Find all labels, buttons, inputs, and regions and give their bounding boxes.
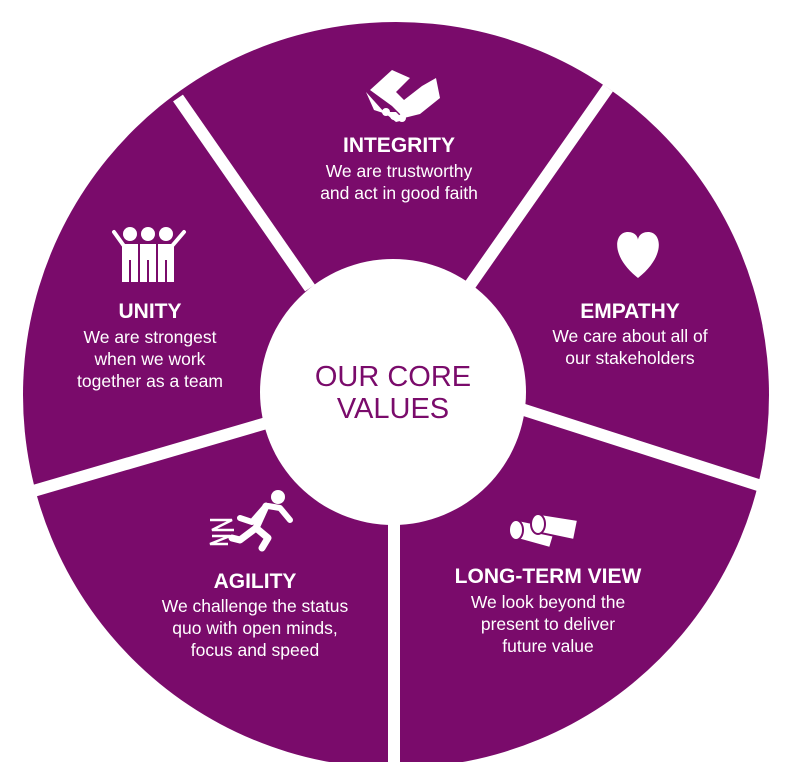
- agility-desc-line1: We challenge the status: [162, 596, 349, 616]
- center-title-line1: OUR CORE: [315, 361, 471, 393]
- heart-icon: [617, 232, 659, 278]
- center-title-line2: VALUES: [337, 393, 449, 425]
- long-term-view-desc-line2: present to deliver: [481, 614, 615, 634]
- value-empathy: EMPATHY We care about all of our stakeho…: [552, 232, 708, 368]
- value-long-term-view: LONG-TERM VIEW We look beyond the presen…: [455, 512, 642, 656]
- segment-dividers: [28, 84, 782, 762]
- empathy-desc-line1: We care about all of: [552, 326, 707, 346]
- unity-title: UNITY: [119, 300, 182, 323]
- empathy-desc-line2: our stakeholders: [565, 348, 695, 368]
- binoculars-icon: [508, 512, 580, 550]
- empathy-title: EMPATHY: [580, 300, 680, 323]
- long-term-view-desc-line1: We look beyond the: [471, 592, 625, 612]
- unity-desc-line1: We are strongest: [84, 327, 217, 347]
- runner-icon: [209, 490, 293, 552]
- integrity-desc-line1: We are trustworthy: [326, 161, 473, 181]
- team-icon: [112, 227, 186, 282]
- value-integrity: INTEGRITY We are trustworthy and act in …: [320, 70, 478, 203]
- divider-empathy-longterm: [516, 402, 782, 498]
- integrity-desc-line2: and act in good faith: [320, 183, 478, 203]
- agility-desc-line2: quo with open minds,: [172, 618, 337, 638]
- long-term-view-title: LONG-TERM VIEW: [455, 565, 642, 588]
- handshake-icon: [366, 70, 440, 122]
- long-term-view-desc-line3: future value: [502, 636, 593, 656]
- value-unity: UNITY We are strongest when we work toge…: [77, 227, 223, 391]
- agility-title: AGILITY: [214, 570, 297, 593]
- unity-desc-line3: together as a team: [77, 371, 223, 391]
- agility-desc-line3: focus and speed: [191, 640, 319, 660]
- divider-integrity-empathy: [465, 84, 613, 289]
- divider-unity-integrity: [173, 94, 315, 292]
- value-agility: AGILITY We challenge the status quo with…: [162, 490, 349, 660]
- divider-agility-unity: [28, 416, 272, 498]
- integrity-title: INTEGRITY: [343, 134, 455, 157]
- center-circle: [260, 259, 526, 525]
- unity-desc-line2: when we work: [94, 349, 206, 369]
